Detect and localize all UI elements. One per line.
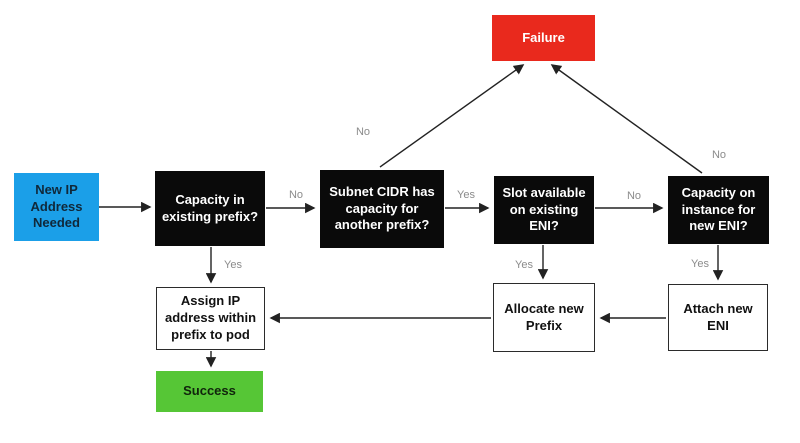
edge-label-cidr-yes: Yes	[457, 189, 475, 201]
node-subnet-cidr-capacity: Subnet CIDR has capacity for another pre…	[320, 170, 444, 248]
edge-label-capacity-no: No	[288, 189, 304, 201]
edge-label-cidr-failure-no: No	[355, 126, 371, 138]
node-capacity-new-eni: Capacity on instance for new ENI?	[668, 176, 769, 244]
node-capacity-existing-prefix: Capacity in existing prefix?	[155, 171, 265, 246]
node-assign-ip: Assign IP address within prefix to pod	[156, 287, 265, 350]
node-slot-available-eni: Slot available on existing ENI?	[494, 176, 594, 244]
node-attach-eni: Attach new ENI	[668, 284, 768, 351]
edge-label-slot-no: No	[626, 190, 642, 202]
edge-label-instance-failure-no: No	[711, 149, 727, 161]
node-failure: Failure	[492, 15, 595, 61]
edge-label-slot-yes: Yes	[515, 259, 533, 271]
node-allocate-prefix: Allocate new Prefix	[493, 283, 595, 352]
edge-label-capacity-yes: Yes	[224, 259, 242, 271]
node-new-ip-needed: New IP Address Needed	[14, 173, 99, 241]
edge-label-instance-yes: Yes	[691, 258, 709, 270]
node-success: Success	[156, 371, 263, 412]
